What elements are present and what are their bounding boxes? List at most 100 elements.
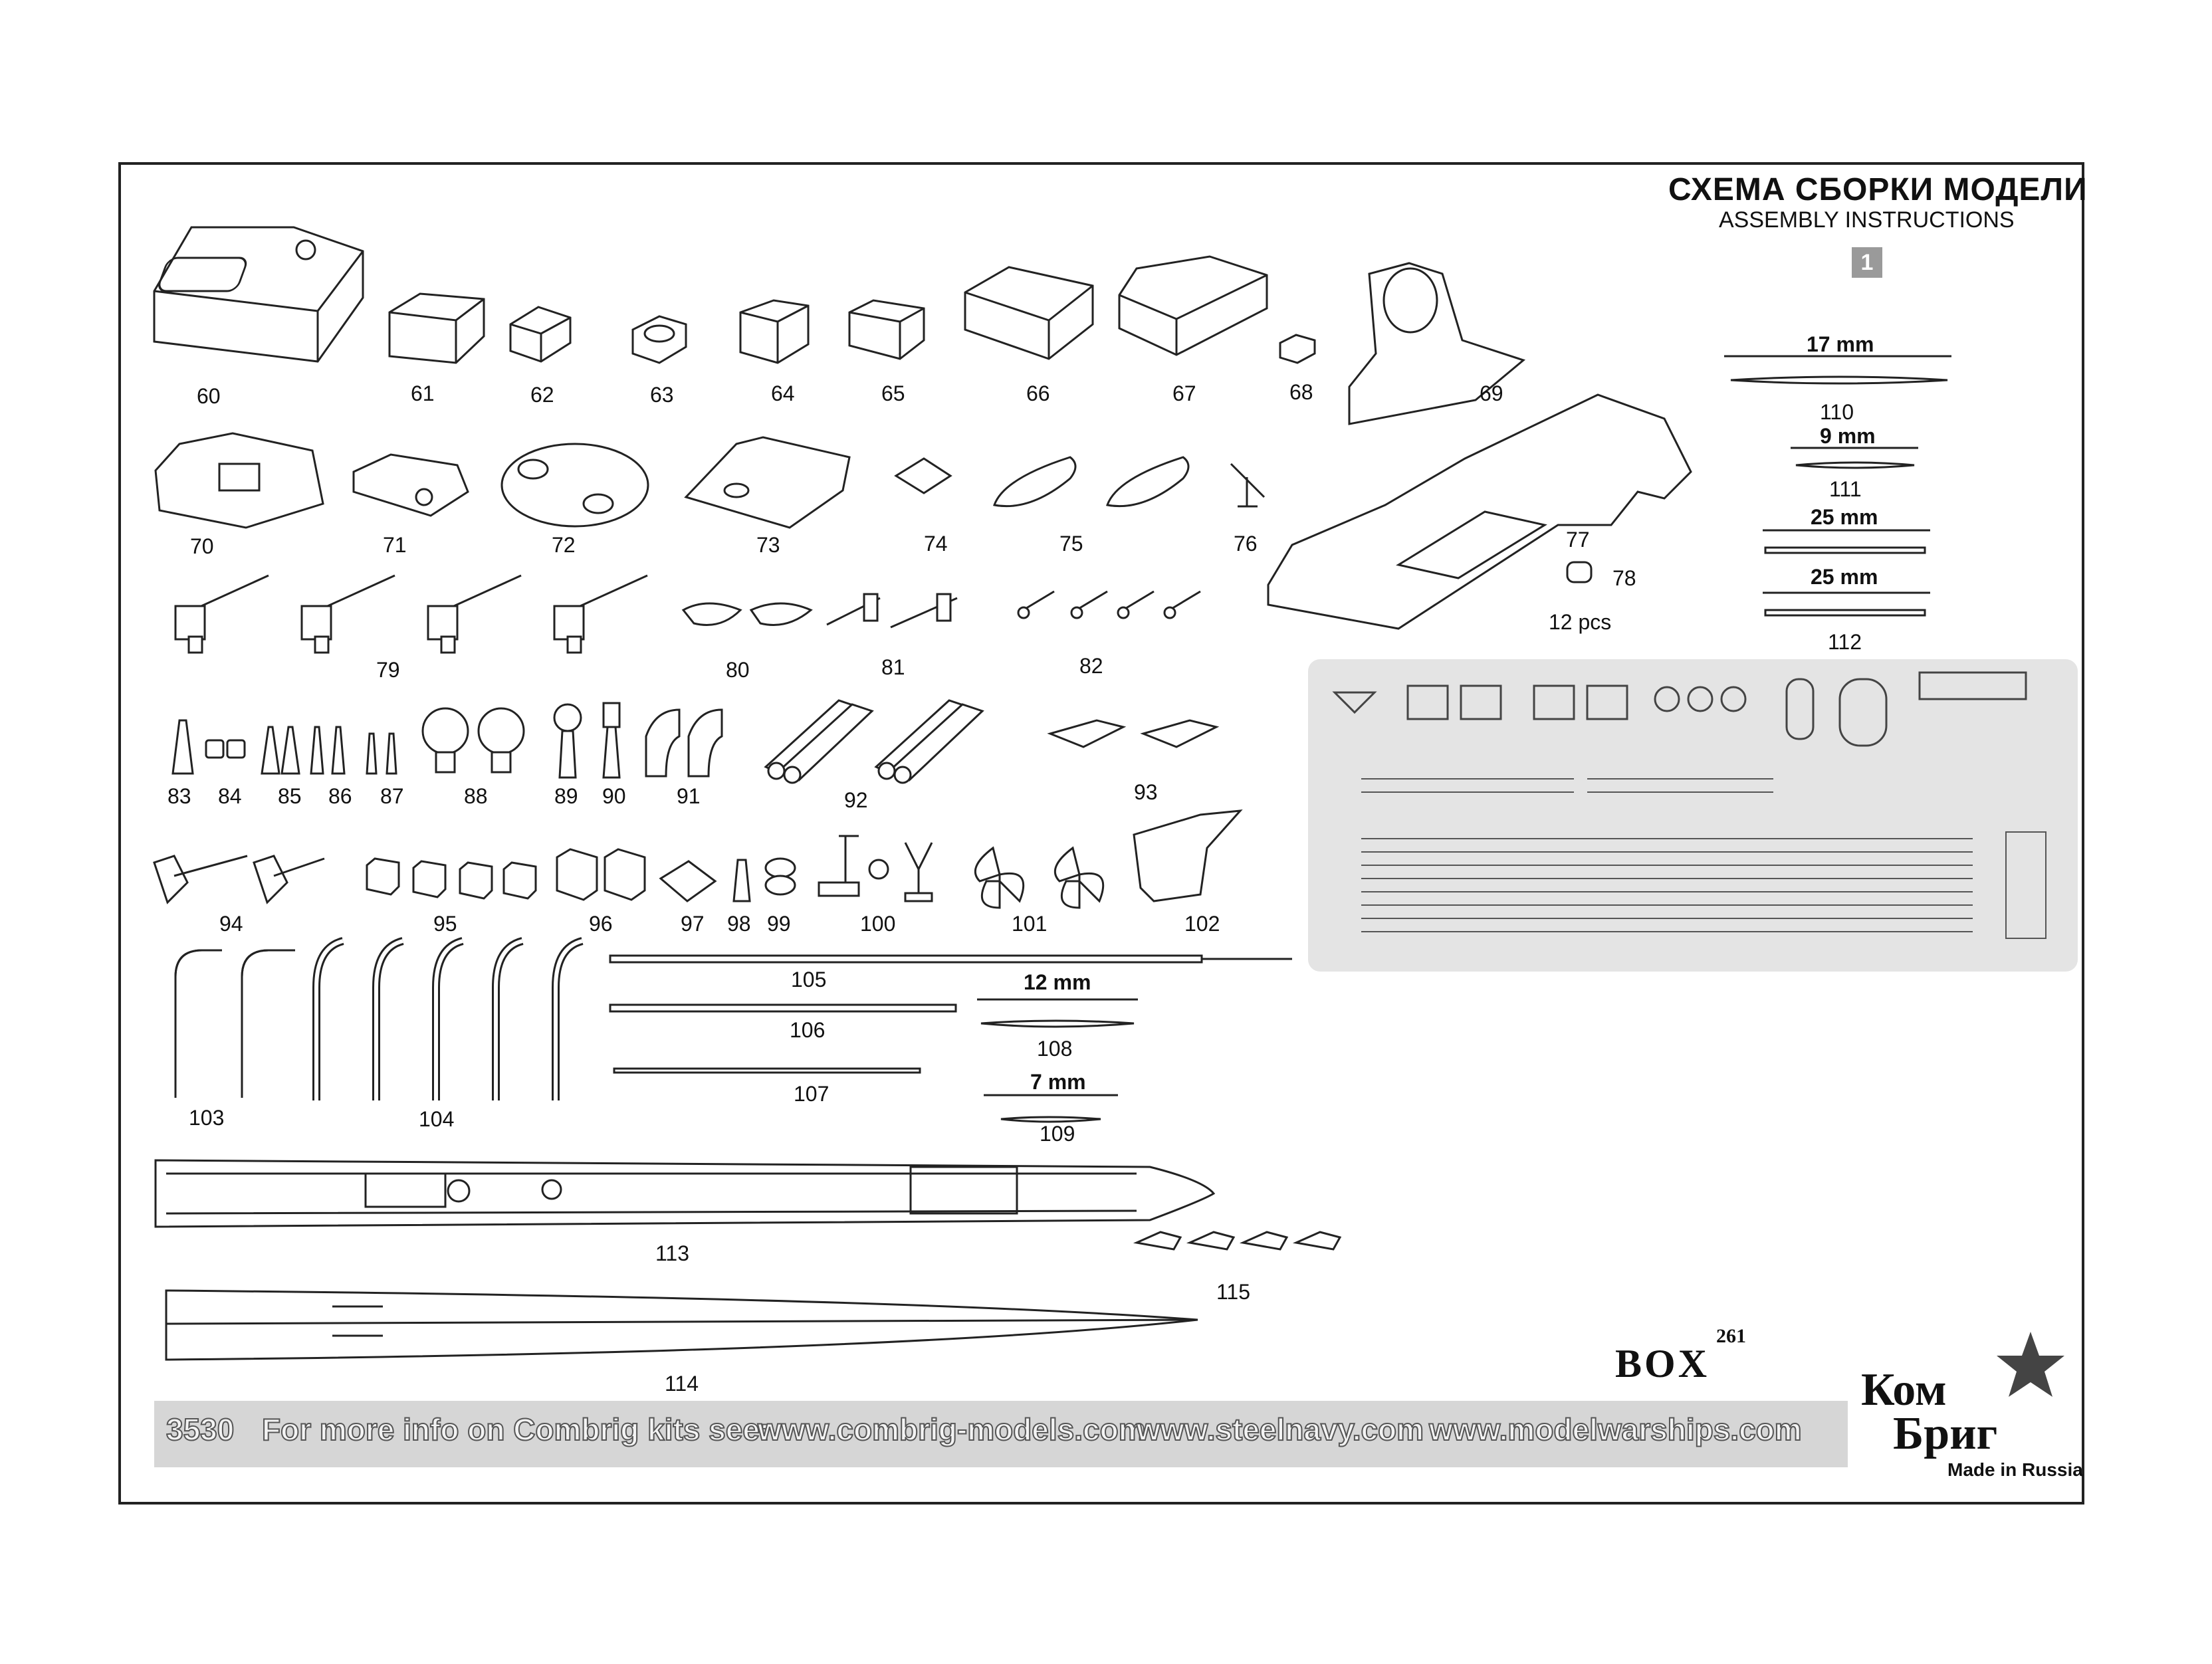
part-number-95: 95 [433, 912, 457, 936]
logo-line-2: Бриг [1893, 1408, 1998, 1459]
star-icon [1997, 1332, 2064, 1397]
photo-etch-fret [1308, 659, 2078, 972]
part-64-drawing [739, 299, 810, 364]
footer-info-text: For more info on Combrig kits see: [261, 1411, 770, 1447]
part-number-112: 112 [1828, 630, 1862, 654]
part-number-110: 110 [1820, 400, 1854, 424]
title-english: ASSEMBLY INSTRUCTIONS [1719, 207, 2015, 233]
part-112-top-drawing [1763, 529, 1930, 554]
part-98-drawing [732, 859, 751, 902]
part-78-drawing [1566, 561, 1593, 583]
part-number-93: 93 [1134, 780, 1158, 804]
part-number-100: 100 [860, 912, 896, 936]
part-77-drawing [1267, 393, 1692, 630]
part-106-drawing [609, 1003, 957, 1013]
part-88-drawing [421, 707, 525, 774]
part-73-drawing [684, 436, 851, 529]
part-number-105: 105 [791, 968, 827, 991]
part-74-drawing [894, 457, 952, 494]
part-number-101: 101 [1012, 912, 1048, 936]
part-96-drawing [556, 848, 646, 901]
part-number-75: 75 [1059, 532, 1083, 556]
part-number-102: 102 [1184, 912, 1220, 936]
part-81-drawing [826, 593, 958, 629]
part-101-drawing [974, 846, 1105, 909]
box-label: BOX [1615, 1342, 1710, 1386]
part-111-drawing [1791, 447, 1918, 469]
part-number-82: 82 [1079, 654, 1103, 678]
part-71-drawing [352, 453, 469, 517]
instruction-sheet-frame [118, 162, 2084, 1505]
part-number-66: 66 [1026, 381, 1050, 405]
part-number-72: 72 [552, 533, 576, 557]
dimension-109: 7 mm [1030, 1070, 1086, 1094]
footer-link-combrig[interactable]: www.combrig-models.com [757, 1411, 1147, 1447]
part-113-deck-drawing [154, 1159, 1216, 1228]
part-number-92: 92 [844, 788, 868, 812]
part-number-90: 90 [602, 784, 626, 808]
part-105-drawing [609, 954, 1292, 964]
part-number-60: 60 [197, 384, 221, 408]
part-108-drawing [977, 998, 1138, 1028]
part-104-drawing [312, 937, 584, 1100]
part-number-111: 111 [1829, 477, 1862, 501]
part-103-drawing [174, 949, 295, 1098]
part-number-106: 106 [790, 1018, 826, 1042]
part-number-113: 113 [655, 1241, 690, 1265]
part-78-quantity: 12 pcs [1549, 610, 1612, 634]
part-number-65: 65 [881, 381, 905, 405]
part-number-79: 79 [376, 658, 400, 682]
part-114-hull-drawing [165, 1289, 1198, 1361]
part-97-drawing [659, 860, 717, 902]
part-102-drawing [1133, 809, 1243, 902]
part-number-63: 63 [650, 383, 674, 407]
part-number-104: 104 [419, 1107, 455, 1131]
part-number-86: 86 [328, 784, 352, 808]
part-number-85: 85 [278, 784, 302, 808]
part-95-drawing [366, 857, 537, 900]
part-67-drawing [1118, 255, 1268, 356]
part-number-80: 80 [726, 658, 750, 682]
part-62-drawing [509, 306, 572, 363]
part-number-94: 94 [219, 912, 243, 936]
footer-link-steelnavy[interactable]: www.steelnavy.com [1136, 1411, 1424, 1447]
part-number-109: 109 [1040, 1122, 1075, 1146]
dimension-110: 17 mm [1807, 332, 1874, 356]
part-112-bottom-drawing [1763, 591, 1930, 617]
dimension-112-bottom: 25 mm [1811, 565, 1878, 589]
box-number: 261 [1716, 1325, 1746, 1347]
dimension-108: 12 mm [1024, 970, 1091, 994]
part-63-drawing [631, 315, 687, 364]
part-76b-drawing [1230, 463, 1266, 508]
part-75-drawing [993, 456, 1077, 508]
part-number-114: 114 [665, 1372, 699, 1396]
part-70-drawing [154, 432, 324, 529]
part-93-drawing [1047, 719, 1220, 748]
part-number-81: 81 [881, 655, 905, 679]
part-61-drawing [388, 292, 485, 364]
part-number-78: 78 [1612, 566, 1636, 590]
dimension-111: 9 mm [1820, 424, 1876, 448]
part-65-drawing [848, 299, 925, 360]
part-number-87: 87 [380, 784, 404, 808]
footer-link-modelwarships[interactable]: www.modelwarships.com [1428, 1411, 1803, 1447]
made-in-russia: Made in Russia [1947, 1459, 2083, 1480]
part-number-70: 70 [190, 534, 214, 558]
part-79-drawing [174, 574, 648, 654]
part-109-drawing [984, 1094, 1118, 1123]
part-number-96: 96 [589, 912, 613, 936]
part-number-84: 84 [218, 784, 242, 808]
part-115-drawing [1133, 1231, 1342, 1251]
part-100-drawing [818, 835, 933, 902]
part-91-drawing [645, 708, 723, 778]
part-number-67: 67 [1172, 381, 1196, 405]
part-80-drawing [681, 602, 813, 626]
part-60-drawing [153, 226, 364, 363]
part-94-drawing [153, 855, 325, 904]
part-110-drawing [1724, 355, 1951, 385]
part-number-115: 115 [1216, 1280, 1251, 1304]
part-number-71: 71 [383, 533, 407, 557]
part-number-74: 74 [924, 532, 948, 556]
part-72-drawing [500, 443, 649, 528]
part-number-64: 64 [771, 381, 795, 405]
